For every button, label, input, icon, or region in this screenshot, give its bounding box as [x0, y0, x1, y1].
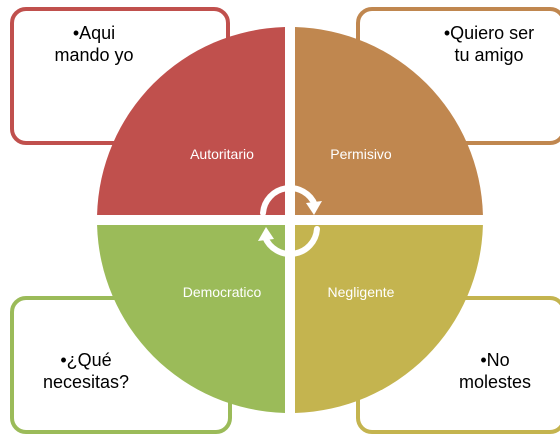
quadrant-autoritario — [97, 27, 285, 216]
note-top-left-line-1: •Aqui — [72, 23, 116, 43]
note-bottom-right-line-1: •No — [480, 350, 510, 370]
quadrant-negligente — [295, 225, 483, 413]
label-democratico: Democratico — [183, 284, 262, 300]
note-top-left: •Aqui mando yo — [34, 22, 154, 66]
note-bottom-left-line-2: necesitas? — [42, 372, 130, 392]
label-permisivo: Permisivo — [330, 146, 392, 162]
note-bottom-right-line-2: molestes — [458, 372, 532, 392]
note-top-left-line-2: mando yo — [54, 45, 134, 65]
label-autoritario: Autoritario — [190, 146, 254, 162]
note-bottom-left: •¿Qué necesitas? — [30, 349, 142, 393]
cycle-arrows-icon — [258, 185, 322, 257]
note-top-right: •Quiero ser tu amigo — [424, 22, 554, 66]
quadrant-permisivo — [295, 27, 483, 216]
note-top-right-line-2: tu amigo — [454, 45, 524, 65]
note-top-right-line-1: •Quiero ser — [443, 23, 535, 43]
quadrant-democratico — [97, 225, 285, 413]
note-bottom-left-line-1: •¿Qué — [60, 350, 112, 370]
label-negligente: Negligente — [328, 284, 395, 300]
note-bottom-right: •No molestes — [438, 349, 552, 393]
